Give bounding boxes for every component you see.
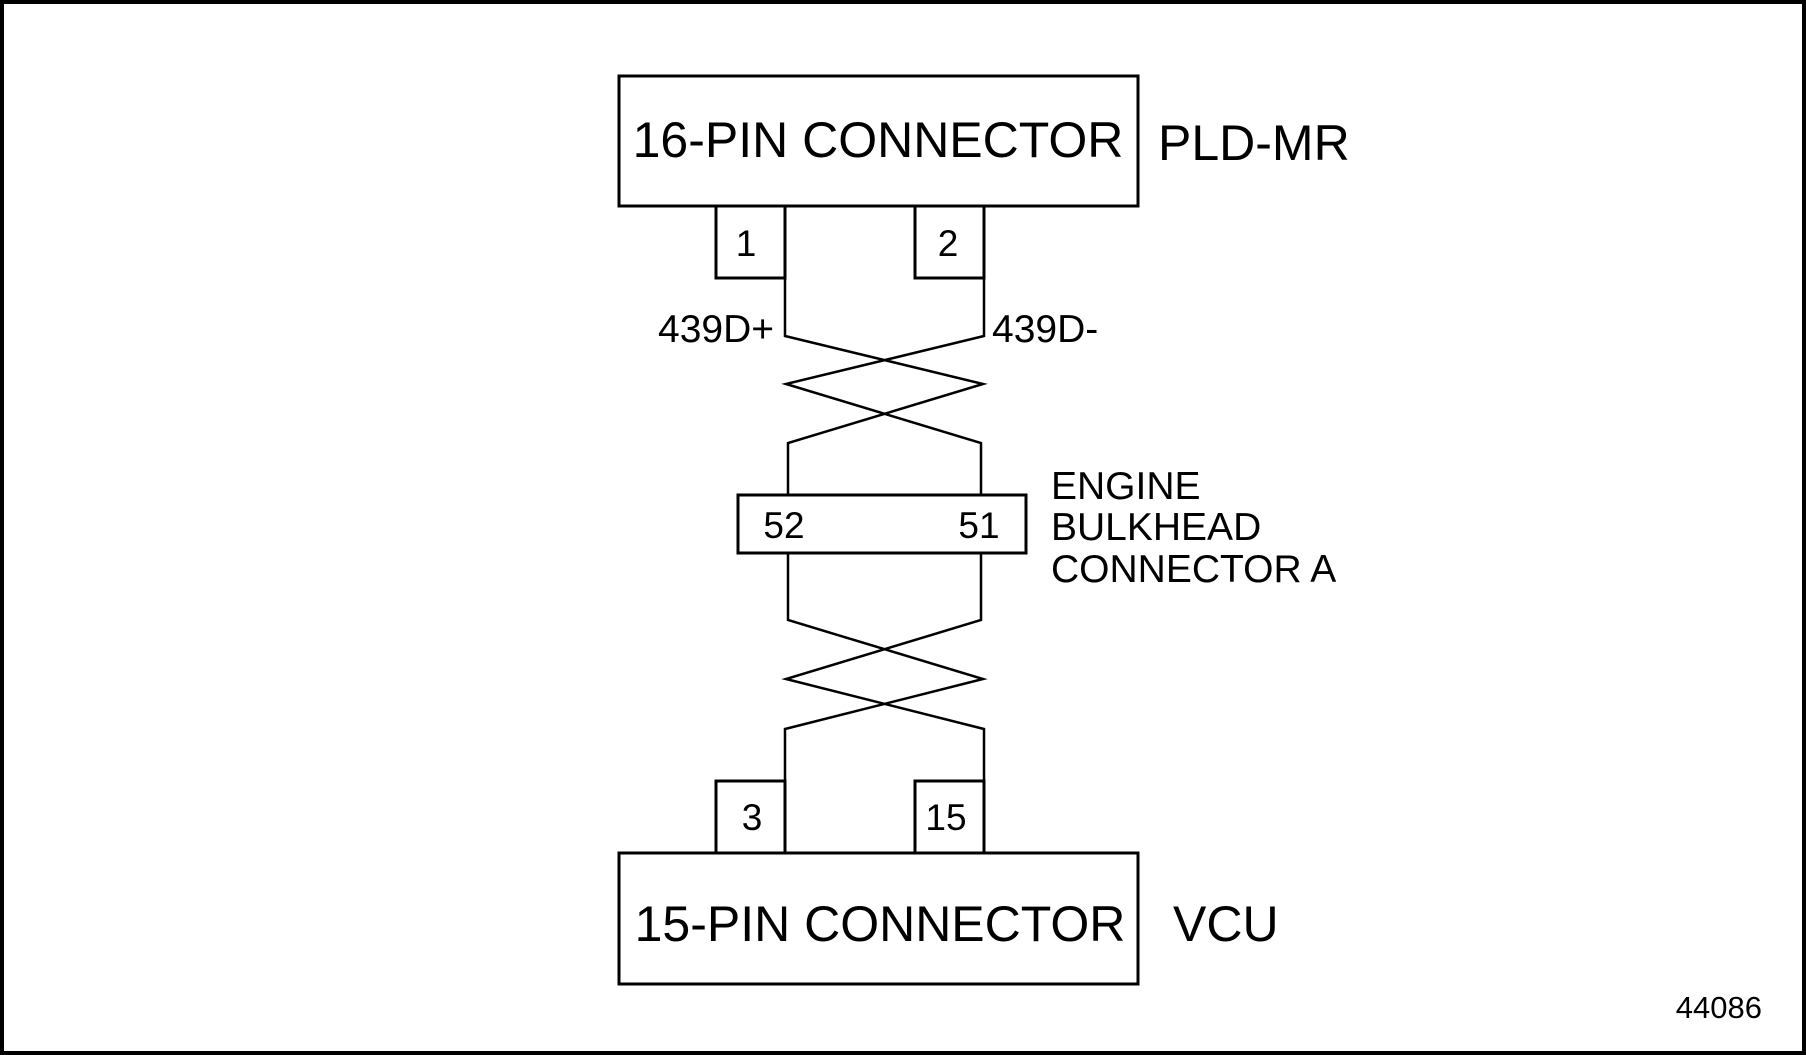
figure-number: 44086 bbox=[1676, 990, 1762, 1025]
bottom-pin-label-3: 3 bbox=[742, 797, 763, 838]
wire-label-left: 439D+ bbox=[658, 308, 774, 351]
top-pin-box-1 bbox=[714, 204, 787, 280]
bottom-connector-label: 15-PIN CONNECTOR bbox=[635, 896, 1126, 952]
bottom-pin-label-15: 15 bbox=[925, 797, 966, 838]
top-module-label: PLD-MR bbox=[1158, 115, 1350, 171]
top-pin-label-1: 1 bbox=[736, 223, 757, 264]
wire-label-right: 439D- bbox=[992, 308, 1098, 351]
wire-lower-right bbox=[781, 553, 986, 853]
top-pin-label-2: 2 bbox=[938, 223, 959, 264]
bulkhead-label-line-3: CONNECTOR A bbox=[1051, 548, 1336, 591]
bottom-connector-box bbox=[617, 851, 1140, 986]
bulkhead-connector-box bbox=[736, 493, 1028, 555]
bulkhead-label-line-2: BULKHEAD bbox=[1051, 506, 1261, 549]
bulkhead-pin-label-52: 52 bbox=[763, 505, 804, 546]
top-connector-box bbox=[617, 74, 1140, 208]
bottom-pin-box-15 bbox=[913, 779, 986, 855]
bulkhead-label-line-1: ENGINE bbox=[1051, 465, 1201, 508]
wire-upper-left bbox=[783, 206, 988, 495]
bottom-module-label: VCU bbox=[1173, 896, 1279, 952]
bulkhead-pin-label-51: 51 bbox=[958, 505, 999, 546]
bottom-pin-box-3 bbox=[714, 779, 787, 855]
top-connector-label: 16-PIN CONNECTOR bbox=[633, 112, 1124, 168]
wire-lower-left bbox=[783, 553, 988, 853]
wire-upper-right bbox=[781, 206, 986, 495]
